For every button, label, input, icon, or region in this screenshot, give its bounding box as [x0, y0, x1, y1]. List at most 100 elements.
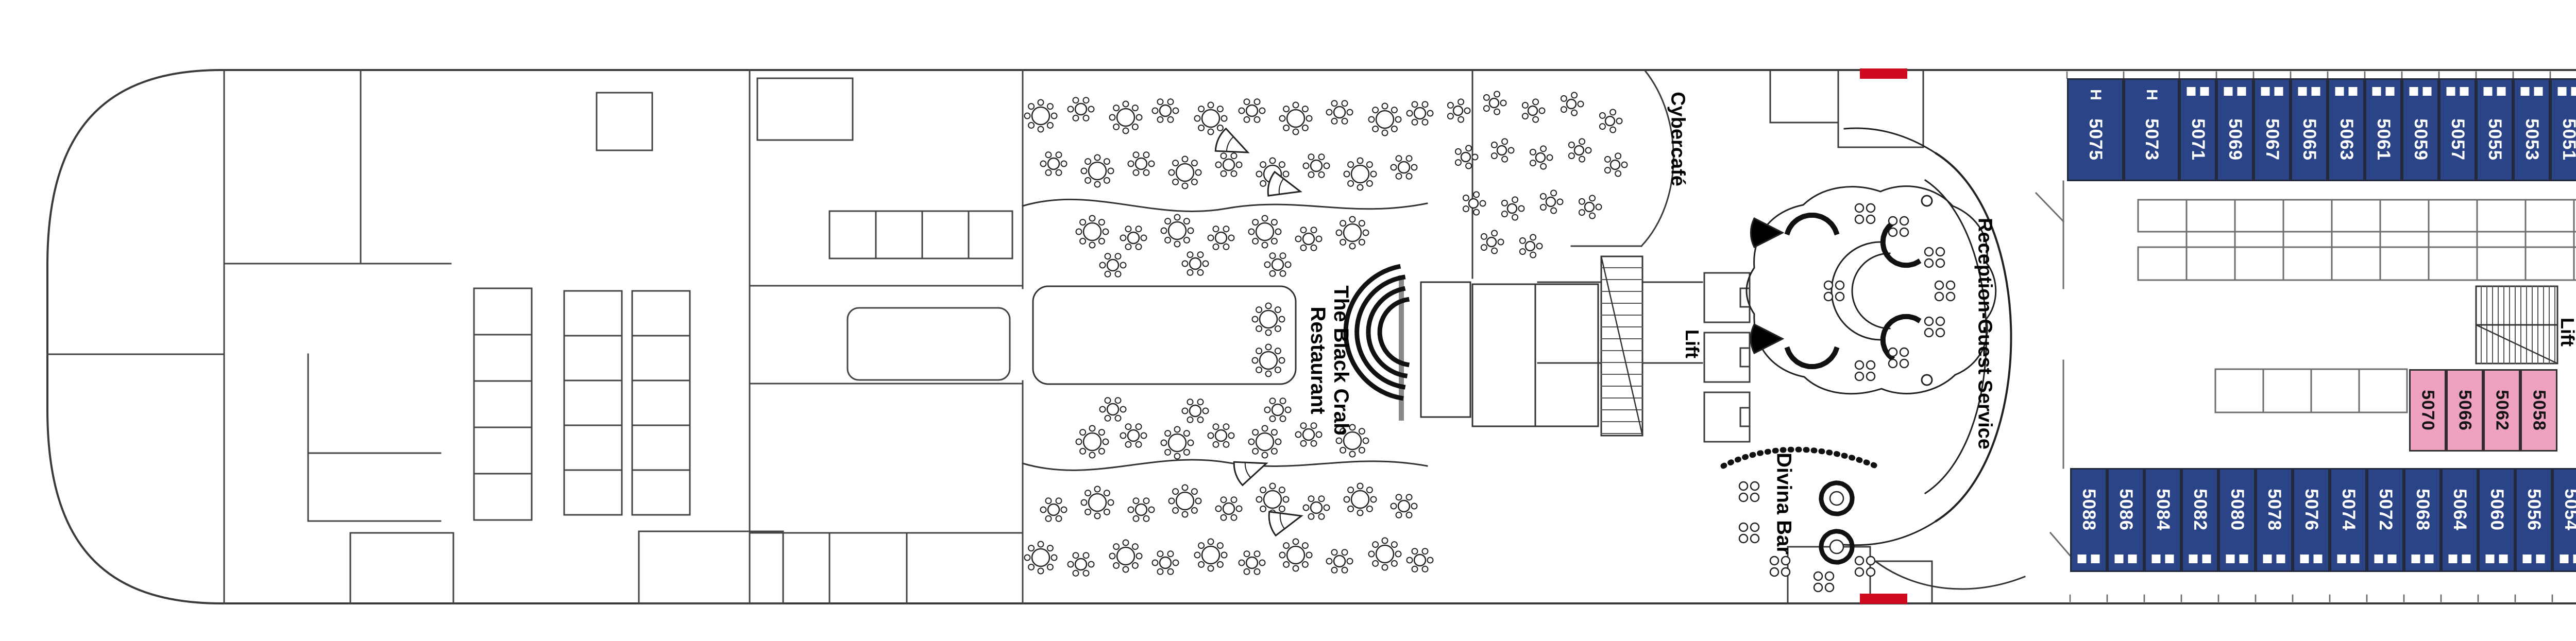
label-restaurant-line1: The Black Crab — [1329, 285, 1352, 436]
berth-icon — [2374, 555, 2397, 563]
cocktail-table — [1934, 280, 1956, 302]
dining-table — [1215, 152, 1243, 177]
accessible-mark: H — [2087, 89, 2104, 100]
cabin-5054: 5054 — [2552, 468, 2576, 572]
cabin-number: 5067 — [2262, 118, 2282, 161]
cabin-5080: 5080 — [2218, 468, 2256, 572]
dining-table — [1368, 102, 1402, 136]
cabin-number: 5069 — [2225, 118, 2245, 161]
fan-ornament — [1214, 127, 1250, 153]
dining-table — [1390, 494, 1418, 518]
fan-ornament — [1267, 170, 1302, 197]
berth-icon — [2411, 555, 2434, 563]
hull-outline — [46, 68, 2576, 605]
cabin-number: 5074 — [2338, 489, 2359, 531]
dining-table — [1335, 216, 1369, 250]
label-cybercafe: Cybercafé — [1667, 92, 1689, 186]
cabin-5064: 5064 — [2441, 468, 2478, 572]
dining-table — [1168, 155, 1202, 189]
cabin-number: 5066 — [2455, 390, 2475, 431]
dining-table — [1560, 92, 1584, 116]
cabin-5071: 5071 — [2179, 78, 2216, 181]
cocktail-table — [1738, 481, 1760, 503]
berth-icon — [2337, 555, 2360, 563]
cabin-5061: 5061 — [2365, 78, 2402, 181]
cocktail-table — [1888, 216, 1909, 237]
cabin-5067: 5067 — [2253, 78, 2291, 181]
cabin-number: 5086 — [2116, 489, 2136, 531]
berth-icon — [2114, 555, 2137, 563]
cabin-5073: H 5073 — [2124, 78, 2179, 181]
cabin-number: 5070 — [2418, 390, 2438, 431]
fan-ornament — [1268, 511, 1303, 537]
berth-icon — [2520, 87, 2543, 96]
cabin-number: 5063 — [2336, 118, 2357, 161]
dining-table — [1024, 541, 1058, 575]
cocktail-table — [1813, 571, 1835, 593]
dining-table — [1067, 97, 1095, 122]
label-lift-atrium: Lift — [1682, 330, 1703, 358]
dining-table — [1109, 100, 1143, 134]
cabin-number: 5084 — [2153, 489, 2173, 531]
cabin-number: 5065 — [2299, 118, 2319, 161]
cocktail-table — [1738, 522, 1760, 544]
berth-icon — [2448, 555, 2471, 563]
dining-table — [1075, 425, 1109, 459]
berth-icon — [2446, 87, 2469, 96]
dining-table — [1279, 538, 1313, 572]
dining-table — [1295, 227, 1323, 251]
berth-icon — [2226, 555, 2248, 563]
cabin-number: 5061 — [2374, 118, 2394, 161]
dining-table — [1368, 537, 1402, 571]
accessible-mark: H — [2143, 89, 2160, 100]
dining-table — [1181, 251, 1209, 276]
dining-table — [1099, 397, 1127, 422]
dining-table — [1194, 538, 1228, 572]
dining-table — [1519, 234, 1543, 258]
dining-table — [1040, 497, 1067, 522]
atrium-lounge — [1745, 127, 2012, 546]
berth-icon — [2483, 87, 2506, 96]
dining-table — [1120, 226, 1147, 250]
cabin-5055: 5055 — [2476, 78, 2513, 181]
berth-icon — [2300, 555, 2323, 563]
dining-table — [1024, 99, 1058, 133]
dining-table — [1462, 191, 1486, 216]
berth-icon — [2485, 555, 2508, 563]
dining-table — [1207, 226, 1235, 250]
cabin-zone-rooms — [2035, 180, 2576, 568]
cabin-5078: 5078 — [2256, 468, 2293, 572]
dining-table — [1215, 496, 1243, 521]
dining-table — [1326, 100, 1353, 125]
cabin-5053: 5053 — [2513, 78, 2550, 181]
dining-table — [1599, 109, 1623, 133]
cabin-5074: 5074 — [2330, 468, 2367, 572]
dining-table — [1040, 151, 1067, 176]
dining-table — [1194, 101, 1228, 135]
dining-table — [1390, 155, 1418, 180]
dining-table — [1279, 101, 1313, 135]
cabin-5058: 5058 — [2520, 369, 2557, 452]
dining-table — [1521, 98, 1546, 123]
dining-table — [1539, 189, 1564, 214]
cabin-number: 5073 — [2142, 118, 2162, 161]
dining-table — [1251, 302, 1285, 336]
dining-table — [1080, 486, 1114, 519]
cabin-5072: 5072 — [2367, 468, 2404, 572]
cabin-number: 5076 — [2301, 489, 2321, 531]
dining-table — [1238, 550, 1266, 575]
stern-rooms — [46, 69, 784, 604]
label-restaurant: The Black Crab Restaurant — [1306, 285, 1352, 435]
dining-table — [1335, 424, 1369, 458]
dining-table — [1067, 552, 1095, 577]
cabin-number: 5051 — [2559, 118, 2576, 161]
cabin-5082: 5082 — [2181, 468, 2218, 572]
cabin-number: 5057 — [2448, 118, 2468, 161]
cabin-number: 5060 — [2487, 489, 2507, 531]
cabin-5076: 5076 — [2293, 468, 2330, 572]
dining-table — [1127, 151, 1155, 176]
cocktail-table — [1769, 556, 1791, 577]
cabin-5063: 5063 — [2328, 78, 2365, 181]
